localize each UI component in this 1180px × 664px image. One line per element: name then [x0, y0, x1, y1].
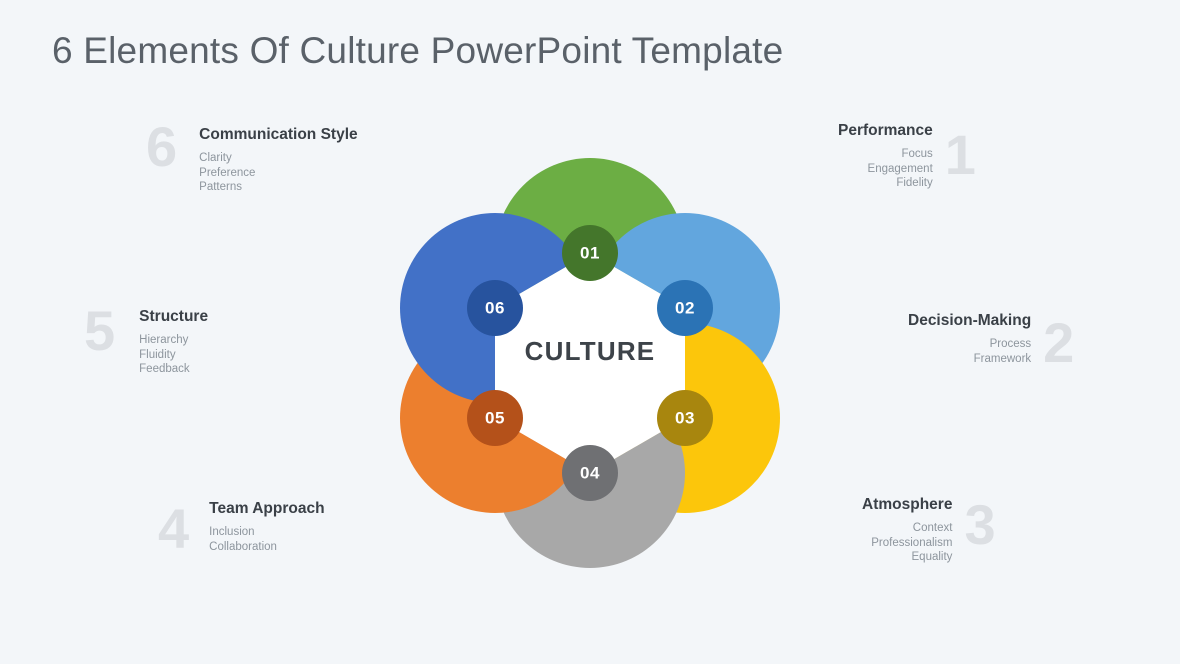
element-title-5: Structure — [139, 308, 209, 325]
page-title: 6 Elements Of Culture PowerPoint Templat… — [52, 30, 784, 71]
element-title-1: Performance — [838, 122, 933, 139]
badge-02[interactable]: 02 — [657, 280, 713, 336]
element-title-3: Atmosphere — [862, 496, 953, 513]
culture-hexagon-diagram: CULTURE 01 02 03 04 05 — [330, 85, 850, 625]
badge-06-label: 06 — [485, 298, 505, 317]
badge-01[interactable]: 01 — [562, 225, 618, 281]
badge-05-label: 05 — [485, 408, 505, 427]
element-title-2: Decision-Making — [908, 312, 1032, 329]
badge-02-circle — [657, 280, 713, 336]
center-label: CULTURE — [525, 336, 656, 366]
element-title-6: Communication Style — [199, 126, 358, 143]
badge-01-label: 01 — [580, 243, 600, 262]
badge-06-circle — [467, 280, 523, 336]
badge-04-label: 04 — [580, 463, 600, 482]
element-number-5: 5 — [84, 299, 116, 362]
badge-02-label: 02 — [675, 298, 695, 317]
badge-03[interactable]: 03 — [657, 390, 713, 446]
badge-04[interactable]: 04 — [562, 445, 618, 501]
badge-01-circle — [562, 225, 618, 281]
badge-05-circle — [467, 390, 523, 446]
diagram-svg: CULTURE 01 02 03 04 05 — [400, 158, 780, 568]
badge-03-label: 03 — [675, 408, 695, 427]
element-title-4: Team Approach — [209, 500, 325, 517]
badge-06[interactable]: 06 — [467, 280, 523, 336]
element-number-2: 2 — [1043, 311, 1075, 374]
center-hexagon — [495, 253, 685, 473]
element-number-3: 3 — [964, 493, 996, 556]
badge-05[interactable]: 05 — [467, 390, 523, 446]
badge-04-circle — [562, 445, 618, 501]
element-number-6: 6 — [146, 115, 178, 178]
element-number-1: 1 — [944, 123, 976, 186]
element-number-4: 4 — [158, 497, 190, 560]
badge-03-circle — [657, 390, 713, 446]
